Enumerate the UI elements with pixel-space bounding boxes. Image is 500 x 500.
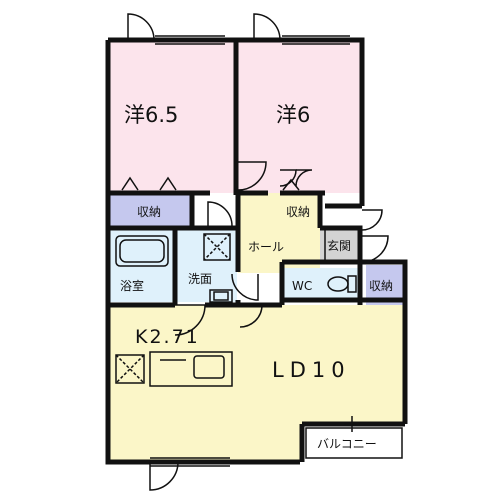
washing-machine-space [203,233,231,261]
closet-marks [121,176,326,260]
room-label-washroom: 洗面 [188,272,212,286]
room-label-western-a: 洋6.5 [124,103,178,127]
room-label-western-b: 洋6 [276,103,310,127]
room-label-hall: ホール [248,240,284,254]
room-label-storage-a: 収納 [137,205,161,219]
room-label-storage-b: 収納 [286,205,310,219]
room-label-storage-c: 収納 [369,279,393,293]
room-label-balcony: バルコニー [317,437,377,451]
room-label-living: LD10 [272,358,351,382]
western-room-b-fill [236,40,361,193]
washroom-fill [177,230,237,302]
walls [105,37,408,465]
refrigerator-space [115,354,145,384]
kitchen-counter [149,351,233,387]
room-label-entrance: 玄関 [327,238,351,253]
toilet [327,275,357,293]
balcony-marker [305,416,403,459]
western-room-a-fill [108,40,234,193]
bathtub [115,235,169,267]
doors [127,13,389,491]
room-label-kitchen: K2.71 [135,326,200,348]
entrance-fill [320,228,360,260]
windows [150,35,350,467]
room-label-bath: 浴室 [120,278,144,293]
room-label-wc: WC [292,279,312,293]
storage-a-fill [110,195,190,227]
vanity-sink [209,289,233,303]
